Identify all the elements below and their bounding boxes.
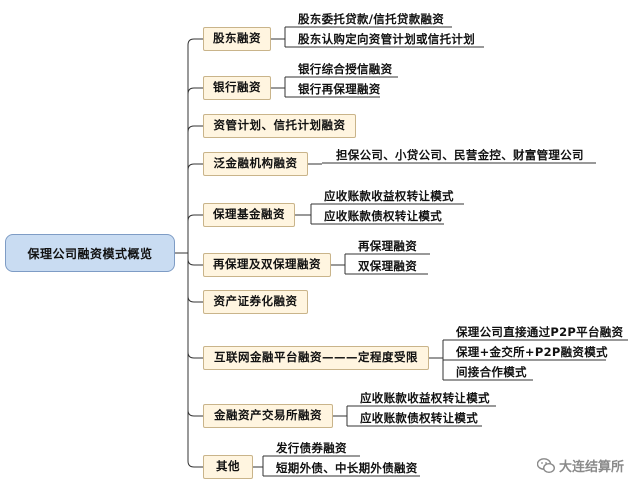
branch-node-pan-financial: 泛金融机构融资 — [203, 152, 308, 176]
leaf-item: 应收账款债权转让模式 — [324, 209, 442, 223]
root-node: 保理公司融资模式概览 — [5, 234, 175, 272]
branch-connector — [187, 409, 203, 417]
branch-node-shareholder: 股东融资 — [203, 27, 271, 51]
leaf-item: 股东认购定向资管计划或信托计划 — [298, 32, 475, 46]
branch-connector — [187, 125, 203, 133]
leaf-item: 保理+金交所+P2P融资模式 — [456, 345, 608, 359]
leaf-item: 银行再保理融资 — [298, 82, 381, 96]
branch-connector — [187, 295, 203, 303]
leaf-item: 股东委托贷款/信托贷款融资 — [298, 12, 445, 26]
leaf-item: 应收账款债权转让模式 — [360, 411, 478, 425]
leaf-item: 双保理融资 — [358, 259, 417, 273]
root-label: 保理公司融资模式概览 — [27, 246, 153, 261]
branch-connector — [187, 214, 203, 222]
leaf-item: 发行债券融资 — [276, 441, 347, 455]
branch-connector — [187, 351, 203, 359]
leaf-item: 银行综合授信融资 — [298, 62, 393, 76]
branch-label: 泛金融机构融资 — [213, 156, 298, 171]
branch-label: 互联网金融平台融资———定程度受限 — [214, 350, 418, 365]
branch-connector — [187, 258, 203, 266]
branch-label: 资管计划、信托计划融资 — [213, 118, 346, 133]
branch-label: 银行融资 — [213, 80, 261, 95]
branch-node-securitization: 资产证券化融资 — [203, 290, 308, 314]
branch-node-exchange: 金融资产交易所融资 — [203, 404, 333, 428]
branch-label: 股东融资 — [213, 31, 261, 46]
branch-label: 再保理及双保理融资 — [213, 257, 321, 272]
wechat-icon — [536, 457, 555, 473]
branch-label: 保理基金融资 — [213, 207, 285, 222]
leaf-item: 担保公司、小贷公司、民营金控、财富管理公司 — [336, 148, 584, 162]
leaf-item: 短期外债、中长期外债融资 — [276, 461, 418, 475]
branch-label: 资产证券化融资 — [213, 294, 298, 309]
leaf-item: 应收账款收益权转让模式 — [324, 189, 454, 203]
leaf-item: 间接合作模式 — [456, 365, 527, 379]
leaf-item: 保理公司直接通过P2P平台融资 — [456, 325, 624, 339]
branch-node-refactoring: 再保理及双保理融资 — [203, 253, 331, 277]
watermark: 大连结算所 — [536, 456, 624, 475]
leaf-item: 应收账款收益权转让模式 — [360, 391, 490, 405]
branch-node-bank: 银行融资 — [203, 76, 271, 100]
branch-node-internet-finance: 互联网金融平台融资———定程度受限 — [203, 346, 429, 370]
branch-connector — [187, 87, 203, 95]
branch-node-other: 其他 — [203, 455, 253, 479]
branch-connector — [187, 460, 203, 468]
branch-node-asset-mgmt: 资管计划、信托计划融资 — [203, 114, 356, 138]
branch-label: 其他 — [216, 459, 240, 474]
branch-label: 金融资产交易所融资 — [214, 408, 322, 423]
branch-connector — [187, 163, 203, 171]
branch-connector — [187, 38, 203, 46]
watermark-text: 大连结算所 — [558, 460, 624, 475]
leaf-item: 再保理融资 — [358, 239, 417, 253]
branch-node-factoring-fund: 保理基金融资 — [203, 203, 295, 227]
